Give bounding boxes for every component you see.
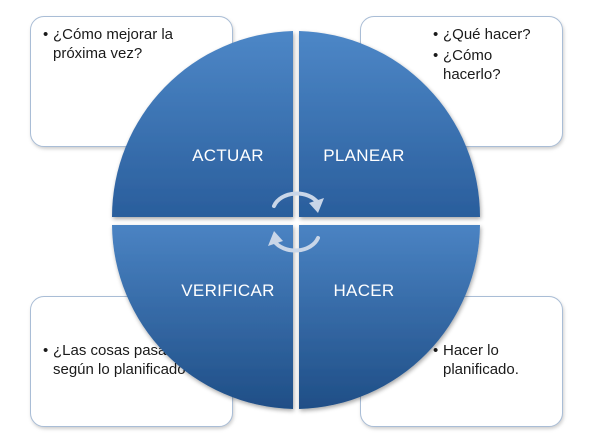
- label-planear: PLANEAR: [323, 146, 404, 165]
- label-verificar: VERIFICAR: [181, 281, 274, 300]
- note-planear-item: ¿Qué hacer?: [433, 25, 552, 44]
- quadrant-verificar: [112, 225, 293, 409]
- note-verificar-item: ¿Las cosas pasaron según lo planificado?: [43, 341, 222, 379]
- label-actuar: ACTUAR: [192, 146, 264, 165]
- note-hacer-item: Hacer lo planificado.: [433, 341, 552, 379]
- cycle-arrows-icon: [268, 191, 324, 253]
- label-hacer: HACER: [333, 281, 394, 300]
- quadrant-hacer: [299, 225, 480, 409]
- quadrant-planear: [299, 31, 480, 217]
- note-planear-item: ¿Cómo hacerlo?: [433, 46, 552, 84]
- quadrant-actuar: [111, 31, 293, 217]
- note-actuar-item: ¿Cómo mejorar la próxima vez?: [43, 25, 222, 63]
